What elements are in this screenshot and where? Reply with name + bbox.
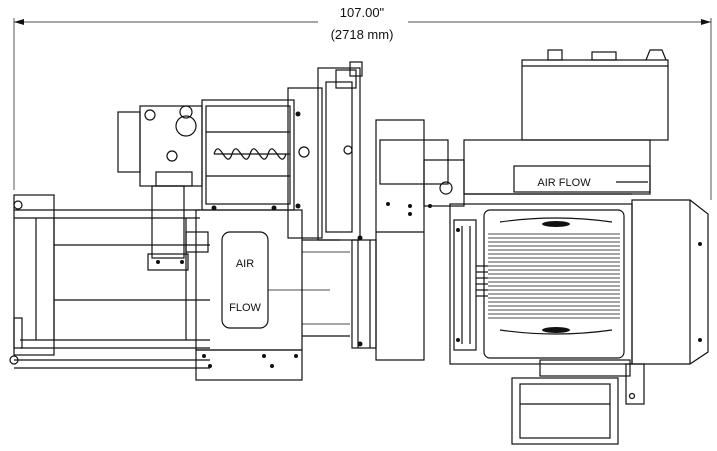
air-flow-label-left-line1: AIR (236, 258, 254, 270)
auger-housing (201, 99, 310, 211)
air-flow-label-right: AIR FLOW (537, 177, 591, 189)
air-flow-duct: AIR FLOW (463, 139, 651, 195)
pump-assembly (117, 105, 209, 271)
engine-radiator (449, 203, 633, 365)
dimension-inches: 107.00" (340, 5, 385, 20)
right-end-housing (625, 199, 709, 405)
radiator-fins (488, 233, 620, 319)
control-box (521, 49, 669, 141)
drive-housing (375, 119, 465, 361)
left-frame (9, 194, 210, 369)
dimension-mm: (2718 mm) (331, 27, 394, 42)
bottom-sump (511, 359, 631, 445)
center-body: AIR FLOW (195, 209, 350, 381)
overall-length-dimension: 107.00" (2718 mm) (13, 5, 712, 200)
clutch-plate-section (287, 61, 377, 349)
air-flow-label-left-line2: FLOW (229, 302, 261, 314)
